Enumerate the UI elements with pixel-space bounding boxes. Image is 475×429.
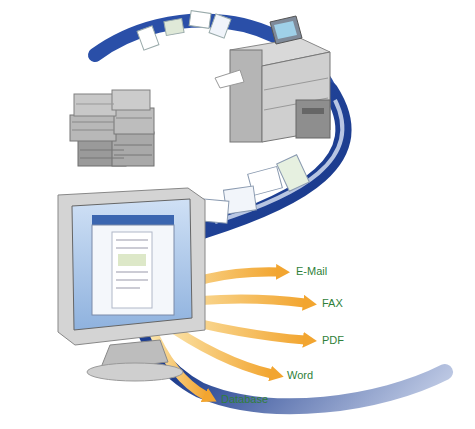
copier-machine <box>215 16 330 142</box>
output-label: FAX <box>322 297 343 310</box>
computer-monitor <box>58 188 205 381</box>
output-label: E-Mail <box>296 265 327 278</box>
paper-stack <box>70 90 154 166</box>
output-label: PDF <box>322 334 344 347</box>
output-label: Word <box>287 369 313 382</box>
output-label: Database <box>221 393 268 406</box>
